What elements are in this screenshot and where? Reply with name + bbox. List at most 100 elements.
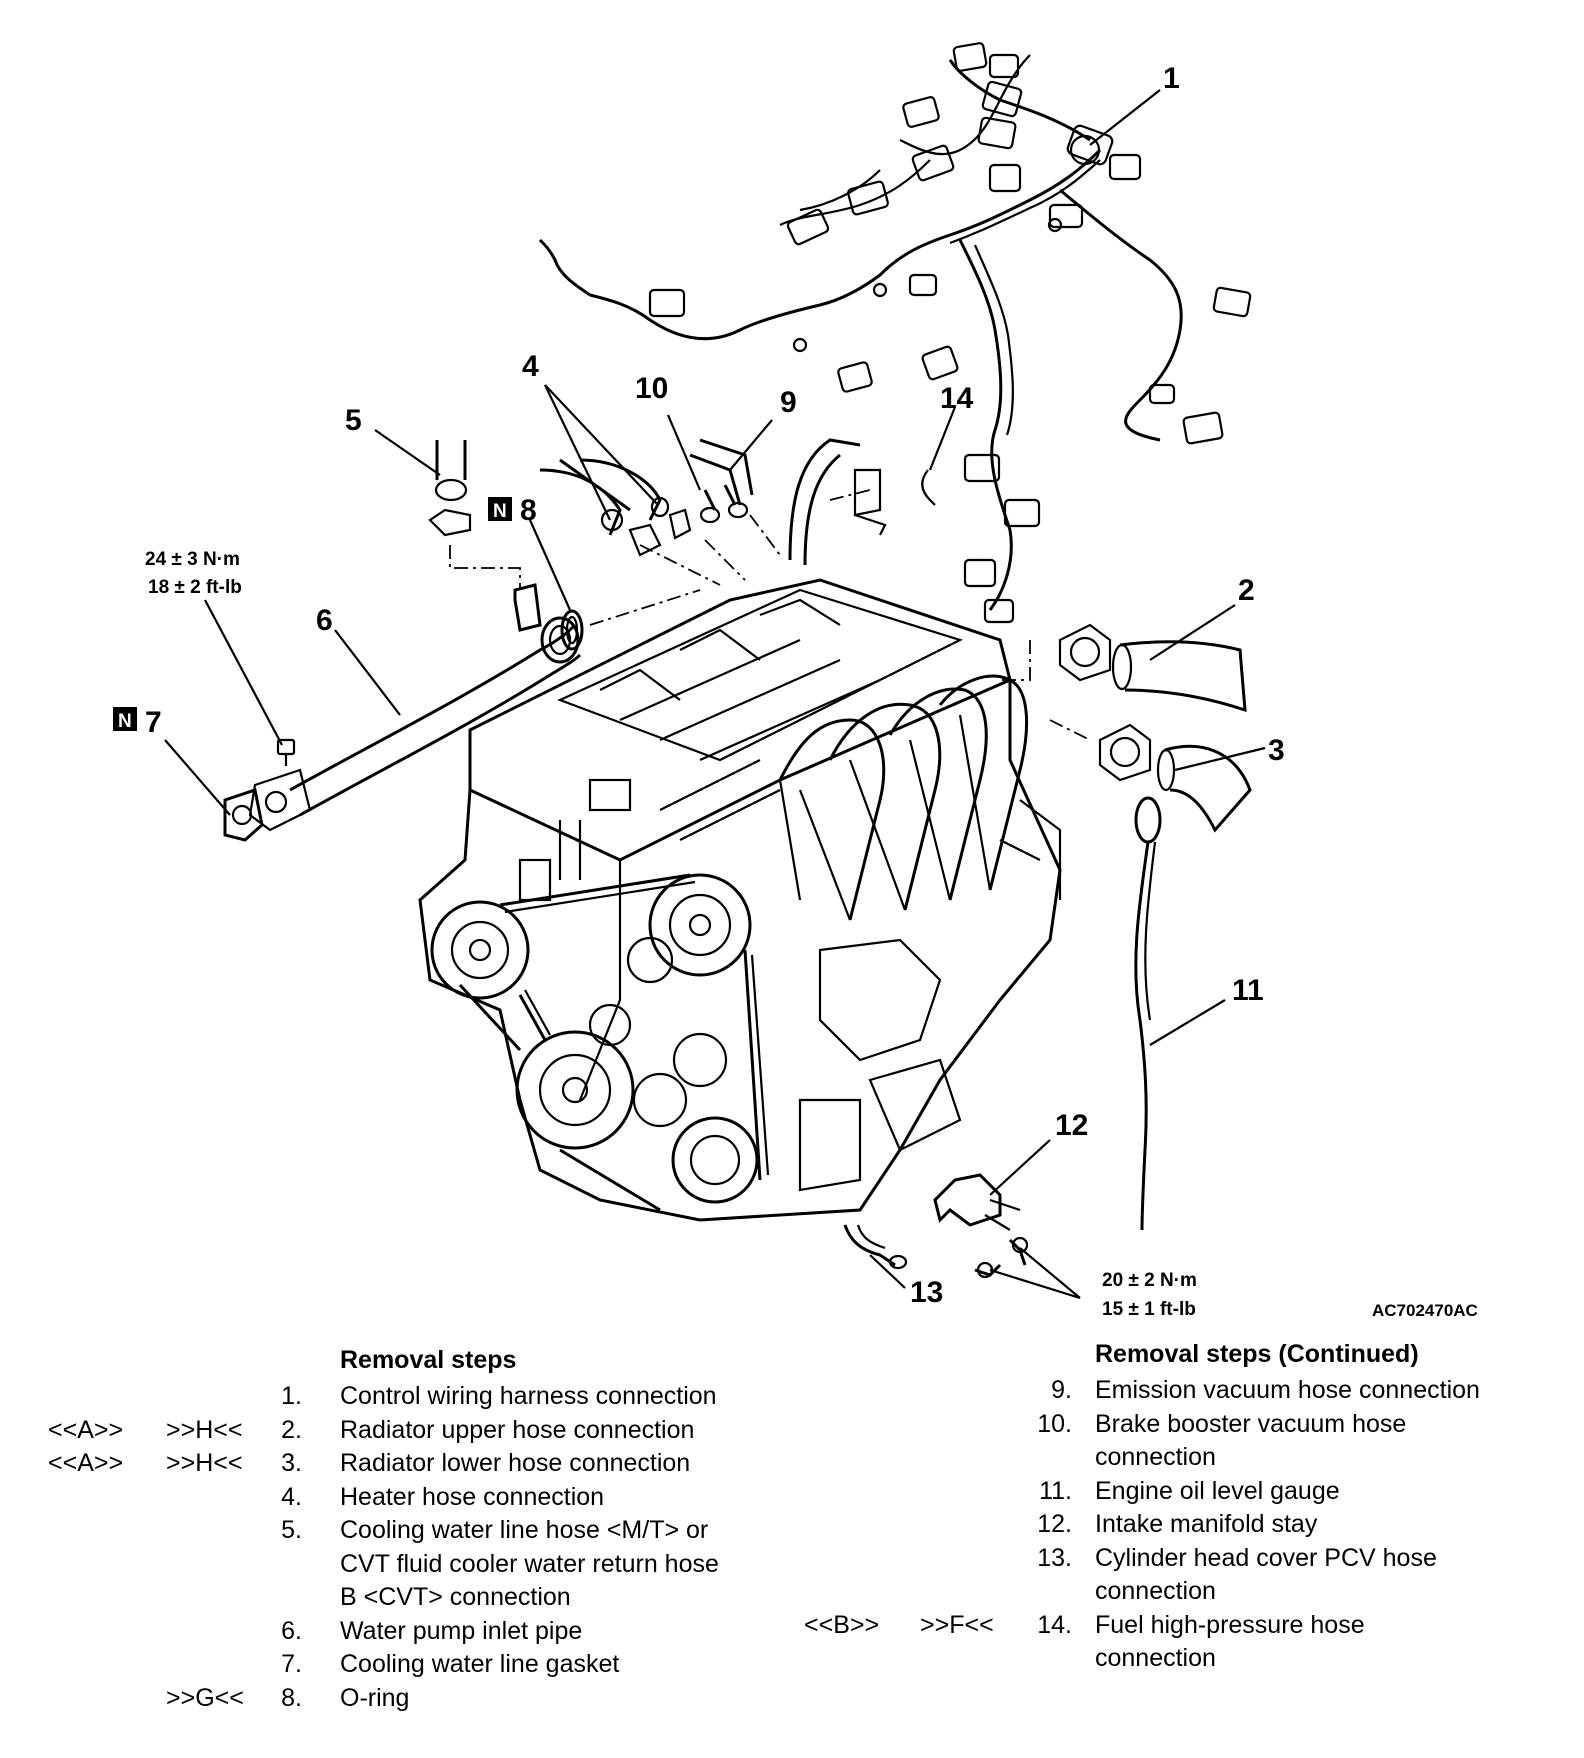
step-number: 8.	[281, 1683, 302, 1712]
step-row: CVT fluid cooler water return hose	[0, 1548, 780, 1582]
step-row: <<A>>>>H<<3.Radiator lower hose connecti…	[0, 1447, 780, 1481]
step-row: 13. Cylinder head cover PCV hose	[780, 1542, 1580, 1576]
step-text: Engine oil level gauge	[1095, 1476, 1340, 1505]
new-part-mark-8: N	[488, 497, 512, 522]
step-number: 5.	[281, 1516, 302, 1544]
callout-1: 1	[1163, 62, 1180, 95]
torque-stay-bolt-nm: 20 ± 2 N·m	[1102, 1270, 1197, 1291]
step-number: 10.	[1037, 1409, 1072, 1438]
callout-9: 9	[780, 386, 797, 419]
step-number: 11.	[1039, 1476, 1072, 1505]
step-text: Radiator upper hose connection	[340, 1415, 695, 1444]
step-row: connection	[780, 1441, 1580, 1475]
step-number: 3.	[281, 1449, 302, 1477]
cooling-water-line-gasket	[223, 788, 264, 842]
oil-level-gauge	[1134, 796, 1162, 1231]
step-number: 9.	[1051, 1376, 1072, 1404]
step-row: 10. Brake booster vacuum hose	[780, 1408, 1580, 1442]
step-service-code: <<B>>	[804, 1610, 880, 1639]
step-text: Brake booster vacuum hose	[1095, 1409, 1407, 1438]
step-row: 5. Cooling water line hose <M/T> or	[0, 1514, 780, 1548]
step-row: 6. Water pump inlet pipe	[0, 1615, 780, 1649]
step-number: 4.	[281, 1482, 302, 1511]
step-text: Radiator lower hose connection	[340, 1449, 691, 1477]
pcv-hose	[843, 1224, 908, 1270]
callout-12: 12	[1055, 1109, 1088, 1142]
new-part-mark-label: N	[493, 501, 507, 522]
o-ring	[560, 609, 584, 651]
radiator-upper-hose	[1058, 623, 1247, 713]
step-text: connection	[1095, 1443, 1216, 1471]
step-row: 11. Engine oil level gauge	[780, 1475, 1580, 1509]
step-text: Cylinder head cover PCV hose	[1095, 1543, 1437, 1572]
step-number: 14.	[1037, 1610, 1072, 1639]
step-text: Cooling water line hose <M/T> or	[340, 1516, 709, 1544]
step-text: connection	[1095, 1644, 1216, 1672]
new-part-mark-7: N	[113, 707, 137, 732]
callout-14: 14	[940, 382, 974, 415]
removal-steps-title: Removal steps	[340, 1346, 517, 1374]
step-text: Control wiring harness connection	[340, 1382, 717, 1410]
new-part-mark-label: N	[118, 711, 132, 732]
callout-11: 11	[1232, 974, 1264, 1007]
step-row: connection	[780, 1575, 1580, 1609]
callout-2: 2	[1238, 574, 1255, 607]
step-text: Water pump inlet pipe	[340, 1616, 583, 1645]
step-row: <<A>> >>H<< 2. Radiator upper hose connecti…	[0, 1414, 780, 1448]
step-row: 7. Cooling water line gasket	[0, 1648, 780, 1682]
callout-5: 5	[345, 404, 362, 437]
step-row: <<B>> >>F<< 14. Fuel high-pressure hose	[780, 1609, 1580, 1643]
pipe-bolt	[276, 738, 296, 766]
engine-exploded-diagram: 1 2 3 4 5 6 7 8 9 10 11 12 13 14 N N 24 …	[113, 42, 1478, 1320]
step-row: connection	[780, 1642, 1580, 1676]
step-number: 13.	[1037, 1543, 1072, 1572]
step-text: CVT fluid cooler water return hose	[340, 1549, 719, 1578]
callout-8: 8	[520, 494, 537, 527]
step-text: B <CVT> connection	[340, 1583, 571, 1611]
step-text: Emission vacuum hose connection	[1095, 1376, 1480, 1404]
step-number: 12.	[1037, 1510, 1072, 1538]
step-install-code: >>G<<	[166, 1683, 244, 1712]
callout-6: 6	[316, 604, 333, 637]
callout-13: 13	[910, 1276, 943, 1309]
step-number: 6.	[281, 1616, 302, 1645]
cooling-water-line-hose	[428, 440, 472, 537]
radiator-lower-hose	[1098, 723, 1252, 833]
removal-steps-list: 1. Control wiring harness connection <<A>>…	[0, 1380, 780, 1715]
step-install-code: >>F<<	[920, 1610, 994, 1639]
callout-4: 4	[522, 350, 539, 383]
step-row: 4. Heater hose connection	[0, 1481, 780, 1515]
step-text: Cooling water line gasket	[340, 1650, 620, 1678]
figure-id: AC702470AC	[1372, 1301, 1478, 1320]
step-service-code: <<A>>	[48, 1415, 124, 1444]
vacuum-hoses	[689, 438, 754, 524]
heater-hoses	[539, 458, 692, 557]
wiring-harness	[538, 42, 1252, 624]
step-number: 7.	[281, 1650, 302, 1678]
step-text: Intake manifold stay	[1095, 1510, 1318, 1538]
step-row: B <CVT> connection	[0, 1581, 780, 1615]
callout-7: 7	[145, 706, 162, 739]
step-row: 12. Intake manifold stay	[780, 1508, 1580, 1542]
torque-pipe-bolt-nm: 24 ± 3 N·m	[145, 549, 240, 570]
step-row: >>G<< 8. O-ring	[0, 1682, 780, 1716]
step-text: O-ring	[340, 1683, 410, 1712]
torque-pipe-bolt-ftlb: 18 ± 2 ft-lb	[148, 577, 242, 598]
step-number: 2.	[281, 1415, 302, 1444]
leader-lines	[164, 89, 1266, 1300]
step-row: 1. Control wiring harness connection	[0, 1380, 780, 1414]
step-row: 9. Emission vacuum hose connection	[780, 1374, 1580, 1408]
torque-stay-bolt-ftlb: 15 ± 1 ft-lb	[1102, 1299, 1196, 1320]
fuel-high-pressure-hose	[788, 438, 936, 566]
step-text: Fuel high-pressure hose	[1095, 1610, 1365, 1639]
engine-assembly	[418, 578, 1062, 1222]
water-pump-inlet-pipe	[248, 583, 582, 832]
callout-3: 3	[1268, 734, 1285, 767]
step-install-code: >>H<<	[166, 1415, 243, 1444]
removal-steps-continued-list: 9. Emission vacuum hose connection 10. Brak…	[780, 1374, 1580, 1676]
step-text: Heater hose connection	[340, 1482, 605, 1511]
step-install-code: >>H<<	[166, 1449, 243, 1477]
step-number: 1.	[281, 1382, 302, 1410]
intake-manifold-stay	[933, 1173, 1029, 1279]
removal-steps-continued-title: Removal steps (Continued)	[1095, 1340, 1419, 1368]
